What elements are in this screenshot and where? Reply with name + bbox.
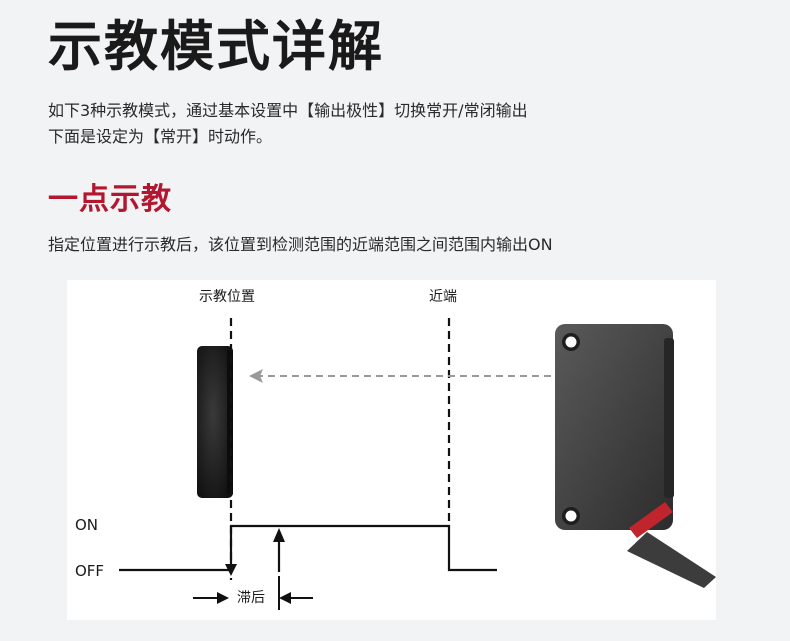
teach-diagram: 示教位置 近端 ON OFF 滞后: [67, 280, 716, 620]
hysteresis-return-arrow: [273, 528, 285, 572]
intro-text: 如下3种示教模式，通过基本设置中【输出极性】切换常开/常闭输出 下面是设定为【常…: [48, 98, 528, 150]
intro-line-1: 如下3种示教模式，通过基本设置中【输出极性】切换常开/常闭输出: [48, 101, 528, 120]
intro-line-2: 下面是设定为【常开】时动作。: [48, 127, 273, 146]
output-waveform: [119, 524, 497, 572]
section-description: 指定位置进行示教后，该位置到检测范围的近端范围之间范围内输出ON: [48, 235, 553, 254]
section-heading: 一点示教: [48, 182, 172, 217]
teach-drop-arrow: [225, 564, 237, 576]
target-object: [197, 346, 233, 498]
beam-arrow: [249, 369, 551, 383]
photoelectric-sensor: [555, 324, 716, 588]
page-title: 示教模式详解: [48, 15, 384, 78]
near-end-label: 近端: [429, 289, 457, 305]
on-label: ON: [75, 516, 99, 534]
teach-position-label: 示教位置: [199, 289, 255, 305]
diagram-graphics: [119, 318, 716, 610]
hysteresis-label: 滞后: [237, 590, 265, 606]
hysteresis-marker: [193, 576, 313, 610]
off-label: OFF: [75, 562, 105, 580]
